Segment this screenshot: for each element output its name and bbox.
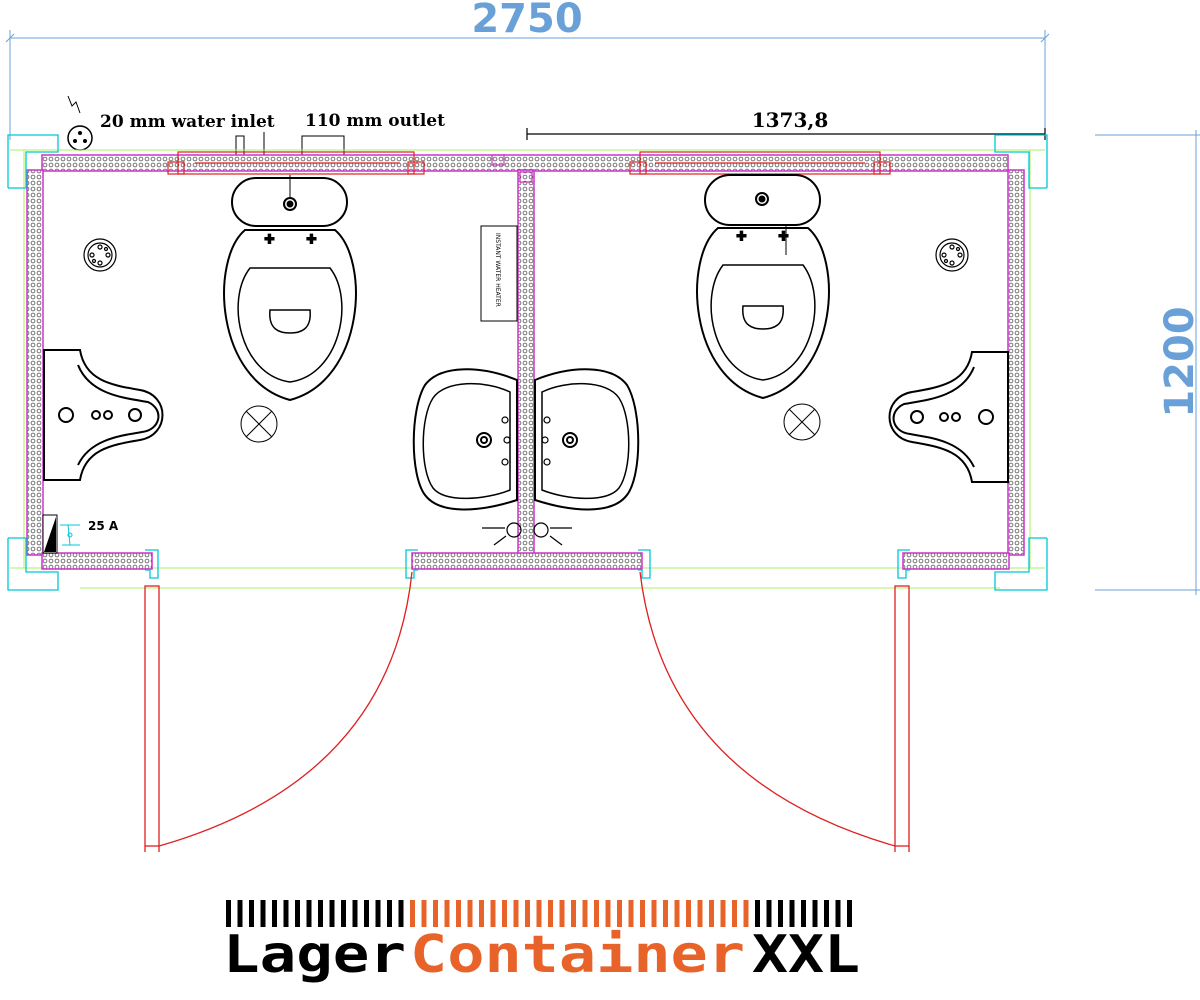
drain-x-left — [240, 405, 278, 443]
sink-left — [412, 368, 518, 511]
door-right — [639, 571, 910, 852]
svg-text:Lager Container XX: Lager Container XXL — [223, 925, 860, 985]
floor-drain-left — [83, 238, 117, 272]
urinal-left — [43, 349, 164, 481]
instant-water-heater: INSTANT WATER HEATER — [480, 225, 518, 322]
logo-barcode — [226, 900, 852, 927]
bottom-wall-right — [902, 552, 1010, 570]
bottom-wall-left — [41, 552, 153, 570]
right-wall — [1007, 169, 1025, 556]
partition-wall — [517, 169, 535, 556]
water-inlet-label: 20 mm water inlet — [100, 112, 275, 132]
left-wall — [26, 169, 44, 556]
toilet-right: + + — [696, 174, 830, 400]
cabin-width-label: 1373,8 — [752, 108, 829, 132]
electric-supply — [67, 95, 93, 151]
fuse-box: 25 A — [42, 514, 119, 554]
logo-word-xxl: XXL — [752, 925, 860, 985]
svg-text:+: + — [306, 232, 317, 247]
toilet-left: + + — [223, 175, 357, 402]
door-left — [144, 571, 413, 852]
floor-drain-right — [935, 238, 969, 272]
drain-x-right — [783, 403, 821, 441]
logo-word-container: Container — [410, 925, 745, 985]
overall-width-label: 2750 — [471, 0, 582, 42]
svg-text:+: + — [736, 229, 747, 244]
socket-icon — [67, 125, 93, 151]
dimension-overall-width: 2750 — [5, 0, 1050, 140]
bottom-wall-center — [411, 552, 643, 570]
taps — [482, 522, 572, 546]
guide-lines — [10, 149, 1045, 589]
heater-label: INSTANT WATER HEATER — [494, 233, 501, 307]
overall-depth-label: 1200 — [1157, 306, 1200, 417]
urinal-right — [888, 351, 1009, 483]
dimension-overall-depth: 1200 — [1095, 130, 1200, 595]
svg-text:+: + — [264, 232, 275, 247]
logo: Lager Container XXL — [223, 900, 860, 985]
logo-word-lager: Lager — [223, 925, 406, 985]
corner-frames — [7, 134, 1048, 591]
dimension-cabin-width: 1373,8 — [526, 108, 1046, 140]
walls — [26, 154, 1025, 570]
svg-text:+: + — [778, 229, 789, 244]
sink-right — [534, 368, 640, 511]
fuse-label: 25 A — [88, 519, 119, 533]
outlet-label: 110 mm outlet — [305, 111, 445, 131]
